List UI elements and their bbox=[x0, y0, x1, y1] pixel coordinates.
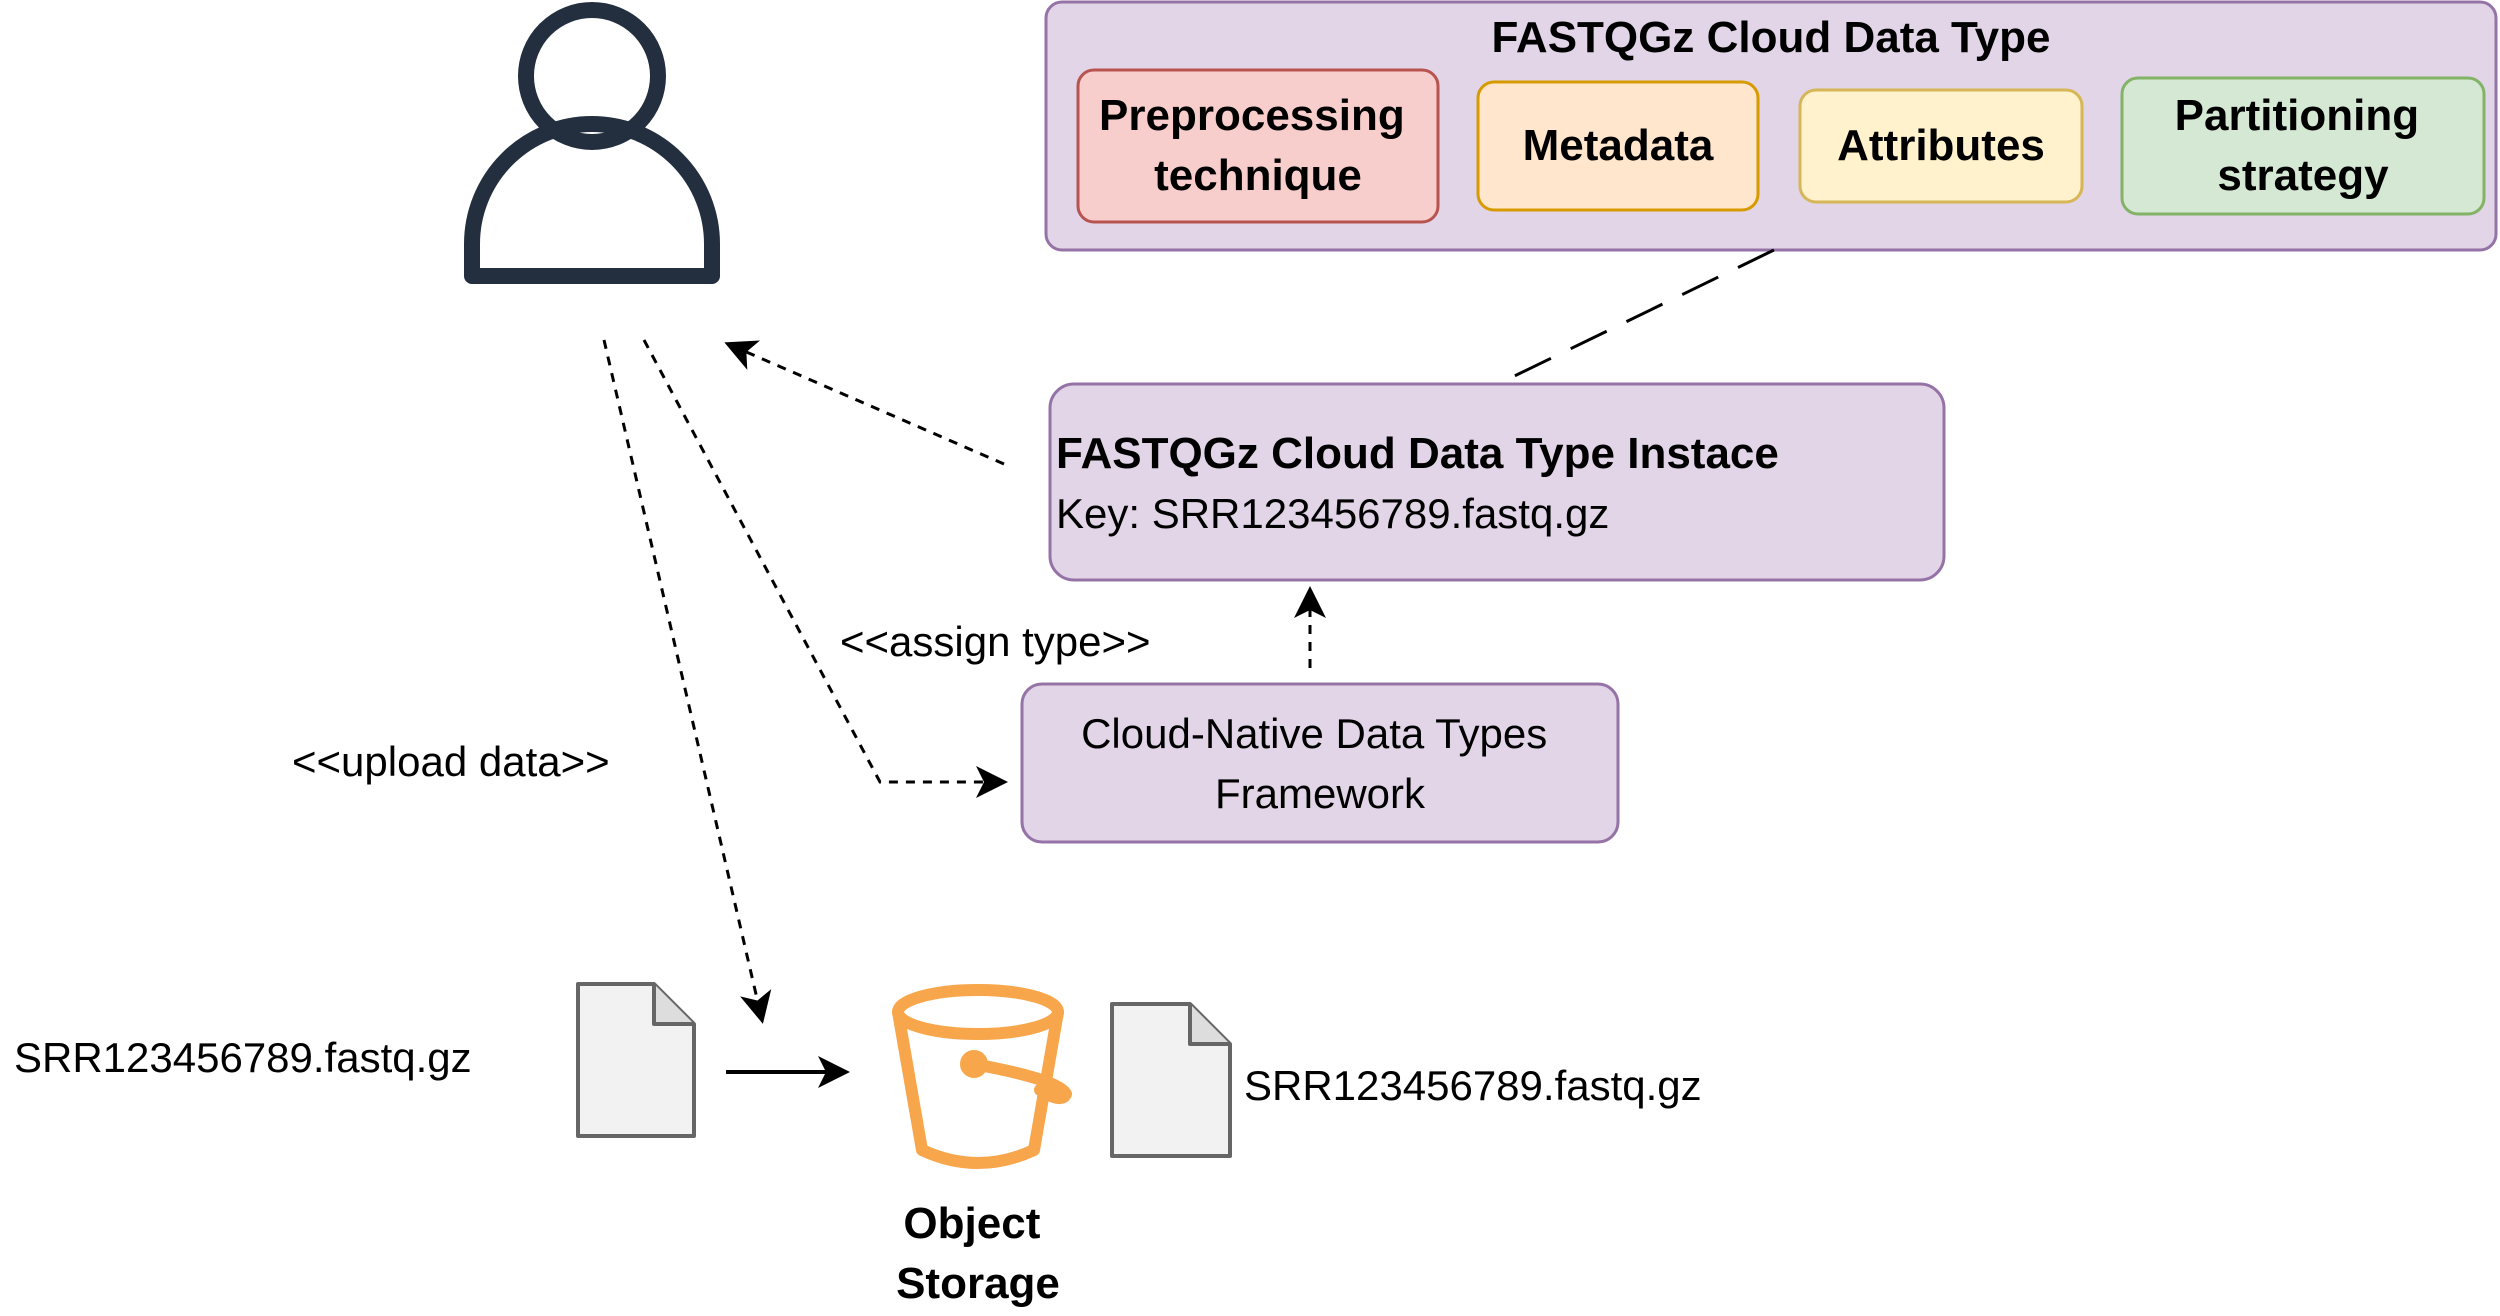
partitioning-label-line2: strategy bbox=[2217, 151, 2389, 200]
assign-type-label: <<assign type>> bbox=[840, 618, 1151, 665]
storage-label-line2: Storage bbox=[896, 1259, 1060, 1308]
partitioning-strategy-box: Partitioning strategy bbox=[2120, 76, 2486, 216]
framework-label-line2: Framework bbox=[1215, 770, 1426, 817]
metadata-box: Metadata bbox=[1476, 80, 1760, 212]
instance-title: FASTQGz Cloud Data Type Instace bbox=[1056, 429, 1779, 478]
attributes-label: Attributes bbox=[1837, 121, 2045, 170]
svg-text:Object Storage: Object Storage bbox=[896, 1199, 1060, 1308]
stored-file-icon bbox=[1110, 1002, 1232, 1158]
attributes-box: Attributes bbox=[1798, 88, 2084, 204]
bucket-icon bbox=[892, 984, 1072, 1169]
metadata-label: Metadata bbox=[1523, 121, 1714, 170]
source-file-label: SRR123456789.fastq.gz bbox=[14, 1034, 472, 1081]
framework-box: Cloud-Native Data Types Framework bbox=[1020, 682, 1620, 844]
assign-type-arrow bbox=[642, 339, 1008, 798]
preprocessing-label-line1: Preprocessing bbox=[1099, 91, 1405, 140]
stored-file-label: SRR123456789.fastq.gz bbox=[1244, 1062, 1702, 1109]
instance-of-connector bbox=[1497, 248, 1775, 386]
cloud-data-type-box: FASTQGz Cloud Data Type Preprocessing te… bbox=[1044, 0, 2498, 252]
instance-to-user-arrow bbox=[724, 340, 1005, 466]
cloud-data-type-title: FASTQGz Cloud Data Type bbox=[1491, 13, 2050, 62]
partitioning-label-line1: Partitioning bbox=[2175, 91, 2419, 140]
preprocessing-technique-box: Preprocessing technique bbox=[1076, 68, 1440, 224]
data-type-instance-box: FASTQGz Cloud Data Type Instace Key: SRR… bbox=[1048, 382, 1946, 582]
framework-label-line1: Cloud-Native Data Types bbox=[1081, 710, 1547, 757]
upload-data-label: <<upload data>> bbox=[292, 738, 610, 785]
instance-key: Key: SRR123456789.fastq.gz bbox=[1056, 490, 1609, 537]
svg-text:Cloud-Native Data Types: Cloud-Native Data Types Framework bbox=[1081, 710, 1559, 817]
user-icon bbox=[464, 2, 720, 284]
preprocessing-label-line2: technique bbox=[1154, 151, 1362, 200]
storage-label-line1: Object bbox=[903, 1199, 1040, 1248]
svg-text:Preprocessing techniqu: Preprocessing technique bbox=[1099, 91, 1417, 200]
svg-text:Partitioning strategy: Partitioning strategy bbox=[2175, 91, 2432, 200]
upload-data-arrow bbox=[602, 339, 772, 1024]
source-file-icon bbox=[576, 982, 696, 1138]
